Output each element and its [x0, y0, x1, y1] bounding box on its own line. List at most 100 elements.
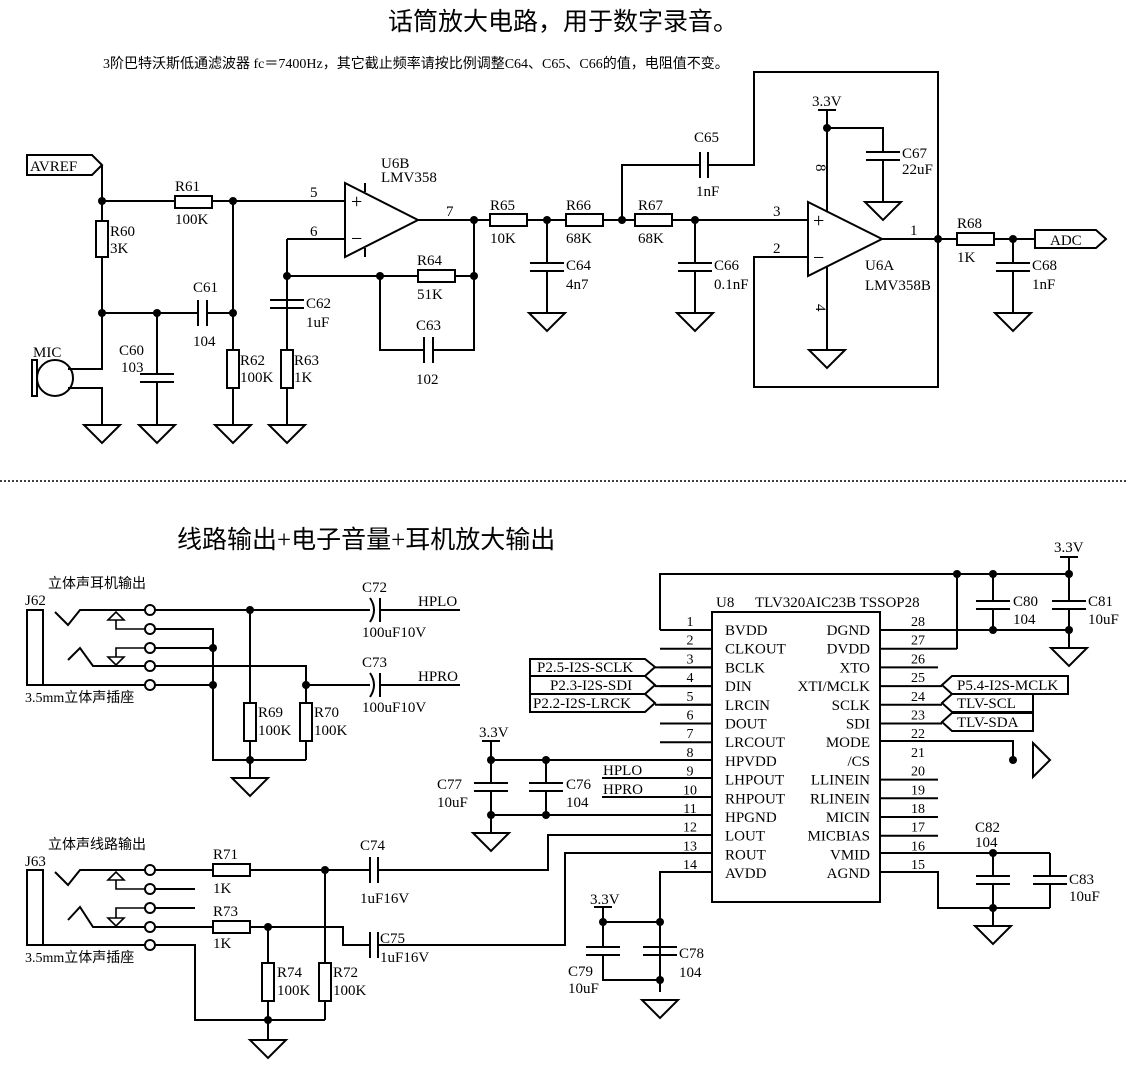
pin-number: 17	[911, 821, 925, 836]
pin-name: XTI/MCLK	[798, 679, 871, 695]
svg-text:C82: C82	[975, 820, 1000, 836]
net-label-sda: TLV-SDA	[940, 712, 1034, 732]
capacitor-c60: C60 103	[119, 313, 174, 425]
svg-text:1uF16V: 1uF16V	[380, 950, 429, 966]
svg-text:C75: C75	[380, 931, 405, 947]
jack-j62: 立体声耳机输出 J62 3.5mm立体声插座	[25, 576, 156, 706]
svg-text:立体声耳机输出: 立体声耳机输出	[48, 576, 146, 592]
pin-number: 11	[683, 802, 696, 817]
svg-text:R62: R62	[240, 353, 265, 369]
svg-text:100uF10V: 100uF10V	[362, 700, 426, 716]
net-label-scl: TLV-SCL	[940, 693, 1034, 713]
svg-text:100K: 100K	[258, 723, 292, 739]
hpro-label: HPRO	[603, 782, 643, 798]
svg-text:R67: R67	[638, 198, 664, 214]
capacitor-c63: C63 102	[379, 276, 475, 388]
capacitor-c64: C64 4n7	[530, 220, 592, 313]
pin-name: LRCIN	[725, 698, 770, 714]
svg-text:1uF16V: 1uF16V	[360, 891, 409, 907]
svg-text:10uF: 10uF	[1069, 889, 1100, 905]
svg-text:100K: 100K	[277, 983, 311, 999]
capacitor-c76: C76 104	[529, 760, 592, 815]
opamp-u6b: + − U6B LMV358 5 6 7	[310, 156, 454, 259]
pin-name: LRCOUT	[725, 735, 785, 751]
svg-text:−: −	[351, 228, 362, 250]
pin-name: VMID	[830, 847, 870, 863]
svg-text:4: 4	[812, 304, 828, 312]
svg-text:+: +	[813, 210, 824, 232]
pin-name: HPVDD	[725, 754, 777, 770]
capacitor-c67: C67 22uF	[827, 127, 933, 202]
svg-text:100uF10V: 100uF10V	[362, 625, 426, 641]
capacitor-c78: C78 104	[643, 946, 704, 981]
svg-text:3.3V: 3.3V	[479, 725, 509, 741]
svg-text:C61: C61	[193, 280, 218, 296]
svg-text:C62: C62	[306, 296, 331, 312]
pin-name: HPGND	[725, 810, 777, 826]
svg-text:ADC: ADC	[1050, 233, 1082, 249]
svg-text:P5.4-I2S-MCLK: P5.4-I2S-MCLK	[957, 678, 1058, 694]
svg-text:R72: R72	[333, 965, 358, 981]
pin-name: DVDD	[827, 642, 870, 658]
pin-number: 24	[911, 690, 925, 705]
resistor-r69: R69 100K	[243, 610, 292, 778]
svg-text:U6B: U6B	[381, 156, 409, 172]
avref-net-label: AVREF	[26, 154, 104, 176]
pin-name: XTO	[839, 660, 870, 676]
svg-text:C76: C76	[566, 777, 592, 793]
svg-text:R61: R61	[175, 179, 200, 195]
capacitor-c66: C66 0.1nF	[678, 220, 749, 313]
capacitor-c77: C77 10uF	[437, 760, 508, 833]
resistor-r66: R66 68K	[565, 198, 604, 247]
pin-number: 14	[683, 858, 697, 873]
svg-text:2: 2	[773, 241, 781, 257]
svg-text:1K: 1K	[957, 250, 976, 266]
svg-text:10uF: 10uF	[568, 981, 599, 997]
svg-text:C73: C73	[362, 655, 387, 671]
capacitor-c81: C81 10uF	[1052, 574, 1119, 648]
svg-text:HPRO: HPRO	[418, 669, 458, 685]
svg-text:R70: R70	[314, 705, 339, 721]
pin-number: 3	[687, 652, 694, 667]
svg-text:C77: C77	[437, 777, 463, 793]
svg-text:MIC: MIC	[33, 345, 61, 361]
svg-text:22uF: 22uF	[902, 162, 933, 178]
svg-text:TLV320AIC23B TSSOP28: TLV320AIC23B TSSOP28	[755, 595, 920, 611]
svg-text:100K: 100K	[240, 370, 274, 386]
capacitor-c68: C68 1nF	[996, 239, 1057, 313]
svg-text:C68: C68	[1032, 258, 1057, 274]
pin-name: SCLK	[832, 698, 871, 714]
pin-name: MICIN	[826, 810, 870, 826]
filter-note: 3阶巴特沃斯低通滤波器 fc＝7400Hz，其它截止频率请按比例调整C64、C6…	[103, 55, 729, 72]
resistor-r63: R63 1K	[280, 349, 319, 425]
svg-text:J62: J62	[25, 593, 46, 609]
pin-name: MICBIAS	[807, 829, 870, 845]
svg-text:R65: R65	[490, 198, 515, 214]
bottom-title: 线路输出+电子音量+耳机放大输出	[177, 526, 555, 554]
svg-text:C67: C67	[902, 146, 928, 162]
svg-text:TLV-SCL: TLV-SCL	[957, 696, 1016, 712]
pin-number: 2	[687, 634, 694, 649]
svg-text:C63: C63	[416, 318, 441, 334]
capacitor-c62: C62 1uF	[270, 296, 331, 331]
resistor-r61: R61 100K	[174, 179, 213, 228]
svg-text:C64: C64	[566, 258, 592, 274]
pin-number: 1	[687, 615, 694, 630]
svg-text:100K: 100K	[314, 723, 348, 739]
pin-name: DIN	[725, 679, 752, 695]
svg-text:R74: R74	[277, 965, 303, 981]
pin-number: 19	[911, 783, 925, 798]
pin-number: 13	[683, 839, 697, 854]
svg-text:LMV358B: LMV358B	[865, 278, 931, 294]
pin-name: SDI	[846, 717, 870, 733]
svg-text:LMV358: LMV358	[381, 170, 437, 186]
svg-text:68K: 68K	[566, 231, 592, 247]
